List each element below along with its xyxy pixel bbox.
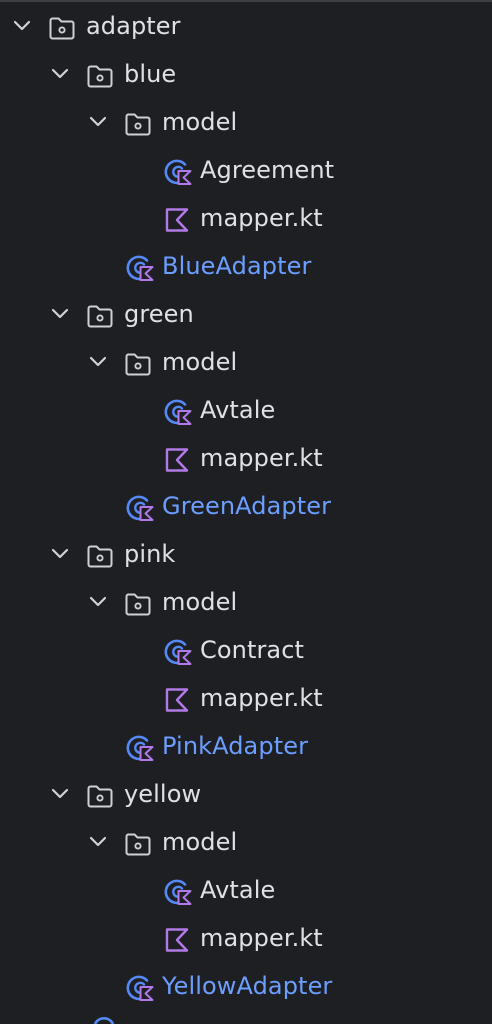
tree-item-agreement[interactable]: Agreement xyxy=(0,146,492,194)
tree-item-label: Avtale xyxy=(200,396,276,424)
tree-item-label: GreenAdapter xyxy=(162,492,332,520)
tree-item-label: BlueAdapter xyxy=(162,252,312,280)
tree-item-yellow[interactable]: yellow xyxy=(0,770,492,818)
tree-item-label: blue xyxy=(124,60,177,88)
kotlin-class-icon xyxy=(126,735,154,761)
tree-item-label: model xyxy=(162,108,238,136)
folder-icon xyxy=(86,303,114,329)
chevron-down-icon[interactable] xyxy=(88,353,108,371)
tree-item-label: adapter xyxy=(86,12,181,40)
chevron-down-icon[interactable] xyxy=(50,785,70,803)
kotlin-class-icon xyxy=(164,399,192,425)
kotlin-class-icon xyxy=(164,879,192,905)
kotlin-file-icon xyxy=(164,447,192,473)
tree-item-label: mapper.kt xyxy=(200,204,323,232)
folder-icon xyxy=(124,831,152,857)
tree-item-label: pink xyxy=(124,540,176,568)
tree-item-pink[interactable]: pink xyxy=(0,530,492,578)
tree-item-label: Agreement xyxy=(200,156,335,184)
chevron-down-icon[interactable] xyxy=(12,17,32,35)
tree-item-mapper-kt[interactable]: mapper.kt xyxy=(0,674,492,722)
tree-item-contract[interactable]: Contract xyxy=(0,626,492,674)
tree-item-blue[interactable]: blue xyxy=(0,50,492,98)
tree-item-label: PinkAdapter xyxy=(162,732,309,760)
kotlin-file-icon xyxy=(164,207,192,233)
tree-item-greenadapter[interactable]: GreenAdapter xyxy=(0,482,492,530)
kotlin-class-icon xyxy=(164,639,192,665)
tree-item-label: model xyxy=(162,588,238,616)
tree-item-model[interactable]: model xyxy=(0,818,492,866)
tree-item-avtale[interactable]: Avtale xyxy=(0,386,492,434)
folder-icon xyxy=(124,111,152,137)
chevron-down-icon[interactable] xyxy=(88,833,108,851)
tree-item-model[interactable]: model xyxy=(0,338,492,386)
kotlin-class-icon xyxy=(164,159,192,185)
tree-item-label: model xyxy=(162,828,238,856)
chevron-down-icon[interactable] xyxy=(88,113,108,131)
folder-icon xyxy=(86,783,114,809)
tree-item-label: green xyxy=(124,300,194,328)
top-divider xyxy=(0,0,492,2)
tree-item-green[interactable]: green xyxy=(0,290,492,338)
folder-icon xyxy=(124,591,152,617)
tree-item-mapper-kt[interactable]: mapper.kt xyxy=(0,914,492,962)
tree-item-adapter[interactable]: adapter xyxy=(0,2,492,50)
tree-item-label: mapper.kt xyxy=(200,924,323,952)
chevron-down-icon[interactable] xyxy=(50,65,70,83)
chevron-down-icon[interactable] xyxy=(88,593,108,611)
tree-item-label: mapper.kt xyxy=(200,444,323,472)
chevron-down-icon[interactable] xyxy=(50,305,70,323)
folder-icon xyxy=(86,543,114,569)
kotlin-class-icon xyxy=(126,255,154,281)
tree-item-label: YellowAdapter xyxy=(162,972,333,1000)
folder-icon xyxy=(48,15,76,41)
tree-item-label: Avtale xyxy=(200,876,276,904)
kotlin-class-icon xyxy=(126,495,154,521)
folder-icon xyxy=(86,63,114,89)
tree-item-avtale[interactable]: Avtale xyxy=(0,866,492,914)
tree-item-mapper-kt[interactable]: mapper.kt xyxy=(0,434,492,482)
tree-item-model[interactable]: model xyxy=(0,578,492,626)
tree-item-yellowadapter[interactable]: YellowAdapter xyxy=(0,962,492,1010)
tree-item-label: mapper.kt xyxy=(200,684,323,712)
tree-item-mapper-kt[interactable]: mapper.kt xyxy=(0,194,492,242)
tree-item-pinkadapter[interactable]: PinkAdapter xyxy=(0,722,492,770)
folder-icon xyxy=(124,351,152,377)
class-icon-partial xyxy=(93,1017,115,1024)
tree-item-blueadapter[interactable]: BlueAdapter xyxy=(0,242,492,290)
tree-item-label: Contract xyxy=(200,636,305,664)
tree-item-model[interactable]: model xyxy=(0,98,492,146)
chevron-down-icon[interactable] xyxy=(50,545,70,563)
tree-item-label: model xyxy=(162,348,238,376)
kotlin-class-icon xyxy=(126,975,154,1001)
kotlin-file-icon xyxy=(164,927,192,953)
kotlin-file-icon xyxy=(164,687,192,713)
tree-item-label: yellow xyxy=(124,780,202,808)
